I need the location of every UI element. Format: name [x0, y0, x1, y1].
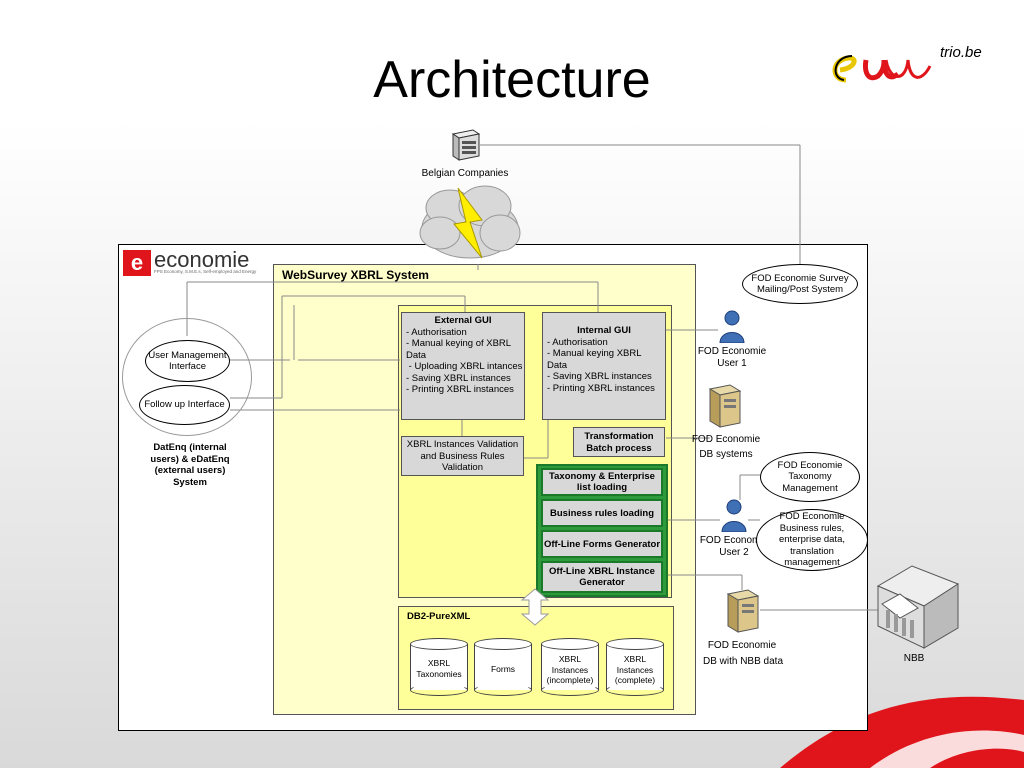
- external-gui-box: External GUI - Authorisation - Manual ke…: [401, 312, 525, 420]
- db-cylinder: Forms: [474, 638, 532, 696]
- economie-e-icon: e: [123, 250, 151, 276]
- taxonomy-management-ellipse: FOD Economie Taxonomy Management: [760, 452, 860, 502]
- trio-be-text: trio.be: [940, 44, 982, 61]
- external-gui-line: - Saving XBRL instances: [406, 372, 511, 384]
- double-arrow-icon: [520, 588, 550, 626]
- db-cylinder: XBRL Instances (complete): [606, 638, 664, 696]
- economie-logo: e economie FPS Economy, S.M.E.s, Self-em…: [123, 247, 263, 280]
- datenq-system-ellipse: [122, 318, 252, 436]
- internet-cloud-icon: [419, 185, 521, 259]
- follow-up-interface: Follow up Interface: [139, 385, 230, 425]
- db-cylinder-label: Forms: [490, 664, 516, 674]
- db2-title: DB2-PureXML: [407, 611, 471, 622]
- external-gui-line: - Manual keying of XBRL Data: [406, 338, 511, 361]
- db-cylinder-label: XBRL Instances (incomplete): [546, 654, 594, 685]
- external-gui-title: External GUI: [434, 315, 492, 326]
- validation-box: XBRL Instances Validation and Business R…: [401, 436, 524, 476]
- user-icon: [719, 310, 745, 343]
- offline-xbrl-instance-generator: Off-Line XBRL Instance Generator: [541, 561, 663, 593]
- user-icon: [721, 499, 747, 532]
- internal-gui-title: Internal GUI: [577, 325, 631, 336]
- db-server-icon: [726, 589, 760, 633]
- websurvey-title: WebSurvey XBRL System: [282, 268, 429, 282]
- datenq-label: DatEnq (internal users) & eDatEnq (exter…: [150, 442, 230, 488]
- economie-logo-name: economie: [154, 247, 250, 272]
- db-cylinder-label: XBRL Instances (complete): [614, 654, 656, 685]
- user1-label: FOD Economie User 1: [697, 346, 767, 369]
- offline-forms-generator: Off-Line Forms Generator: [541, 530, 663, 558]
- taxonomy-enterprise-loading: Taxonomy & Enterprise list loading: [541, 468, 663, 496]
- internal-gui-line: - Authorisation: [547, 336, 608, 348]
- internal-gui-line: - Saving XBRL instances: [547, 371, 652, 382]
- business-rules-management-ellipse: FOD Economie Business rules, enterprise …: [756, 509, 868, 571]
- company-server-icon: [451, 128, 481, 162]
- survey-mailing-ellipse: FOD Economie Survey Mailing/Post System: [742, 264, 858, 304]
- user2-label: FOD Economie User 2: [699, 535, 769, 558]
- db-cylinder-label: XBRL Taxonomies: [416, 658, 462, 679]
- db-cylinder: XBRL Taxonomies: [410, 638, 468, 696]
- economie-logo-tagline: FPS Economy, S.M.E.s, Self-employed and …: [154, 269, 257, 274]
- page-title: Architecture: [373, 51, 651, 109]
- internal-gui-line: - Printing XBRL instances: [547, 382, 655, 394]
- eu-trio-logo: trio.be: [826, 38, 996, 100]
- db-systems-label-2: DB systems: [699, 449, 753, 460]
- nbb-building-icon: [876, 565, 960, 649]
- db-cylinder: XBRL Instances (incomplete): [541, 638, 599, 696]
- db-systems-label-1: FOD Economie: [691, 434, 761, 445]
- transformation-box: Transformation Batch process: [573, 427, 665, 457]
- nbb-label: NBB: [903, 653, 925, 664]
- db-nbb-label-2: DB with NBB data: [702, 656, 784, 667]
- external-gui-line: - Uploading XBRL intances: [406, 361, 523, 372]
- belgian-companies-label: Belgian Companies: [421, 168, 509, 179]
- db-nbb-label-1: FOD Economie: [707, 640, 777, 651]
- external-gui-line: - Printing XBRL instances: [406, 384, 514, 395]
- internal-gui-line: - Manual keying XBRL Data: [547, 348, 642, 371]
- eu-logo-icon: [832, 55, 932, 83]
- external-gui-line: - Authorisation: [406, 326, 467, 338]
- business-rules-loading: Business rules loading: [541, 499, 663, 527]
- user-management-interface: User Management Interface: [145, 340, 230, 382]
- internal-gui-box: Internal GUI - Authorisation - Manual ke…: [542, 312, 666, 420]
- db-server-icon: [708, 384, 742, 428]
